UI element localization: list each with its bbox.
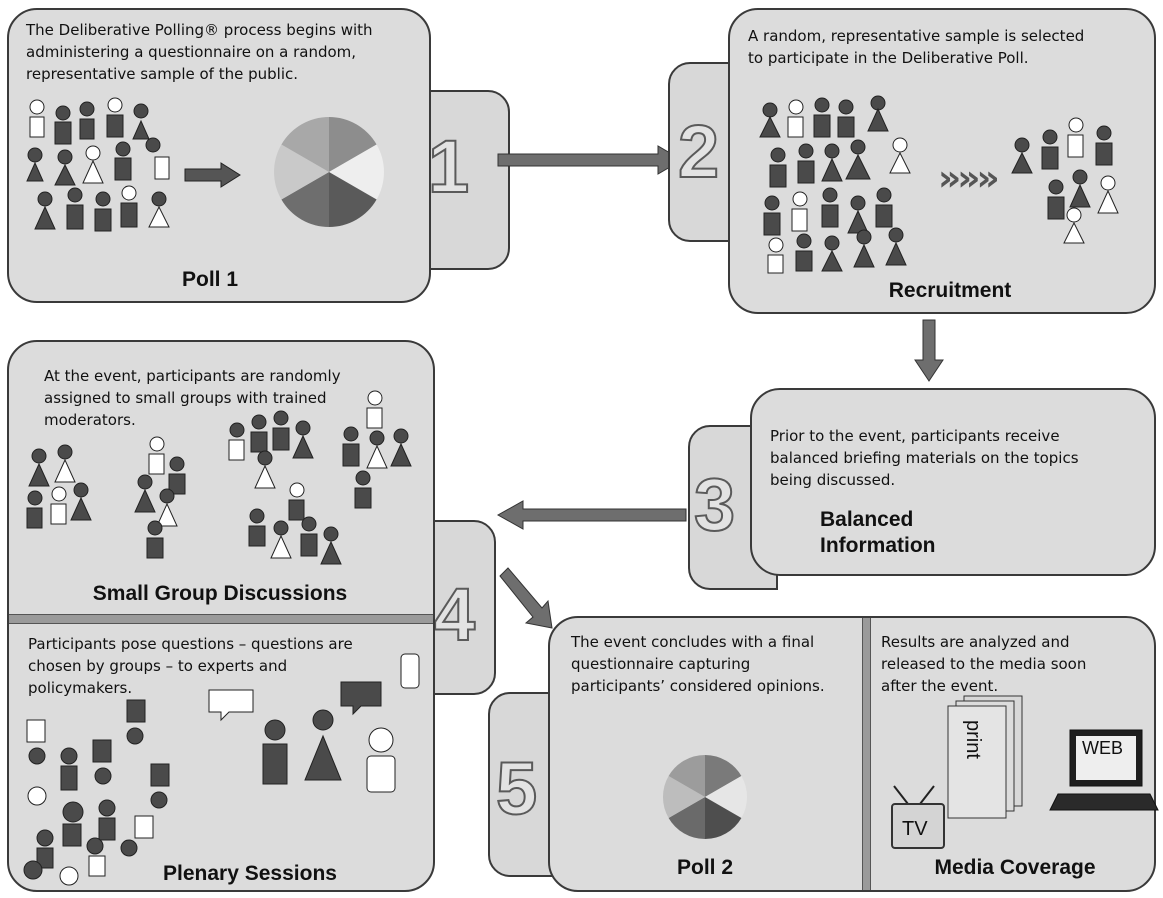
step1-number: 1 — [427, 125, 470, 208]
media-text-line1: Results are analyzed and — [881, 633, 1070, 651]
recruitment-sample-icon — [1011, 117, 1119, 244]
step1-text-line1: The Deliberative Polling® process begins… — [26, 21, 373, 39]
step2-text-line1: A random, representative sample is selec… — [748, 27, 1085, 45]
step5-number: 5 — [495, 747, 538, 830]
poll2-text-line1: The event concludes with a final — [571, 633, 815, 651]
media-label: Media Coverage — [934, 856, 1096, 879]
plenary-text-line1: Participants pose questions – questions … — [28, 635, 353, 653]
tv-icon — [891, 785, 945, 849]
poll1-crowd-icon — [26, 97, 170, 232]
step4-divider — [9, 614, 433, 624]
step4-number: 4 — [433, 573, 476, 656]
step3-number: 3 — [693, 463, 736, 546]
step2-text-line2: to participate in the Deliberative Poll. — [748, 49, 1029, 67]
poll2-text-line3: participants’ considered opinions. — [571, 677, 825, 695]
step3-text-line2: balanced briefing materials on the topic… — [770, 449, 1079, 467]
media-text-line3: after the event. — [881, 677, 999, 695]
step3-text-line3: being discussed. — [770, 471, 896, 489]
plenary-text-line2: chosen by groups – to experts and — [28, 657, 288, 675]
step3-panel — [750, 388, 1156, 576]
poll2-label: Poll 2 — [676, 856, 734, 879]
web-laptop-icon — [1049, 729, 1159, 811]
small-groups-text-line3: moderators. — [44, 411, 136, 429]
step3-label-line2: Information — [820, 534, 936, 557]
step1-label: Poll 1 — [181, 268, 239, 291]
recruitment-chevrons: »»» — [938, 158, 1000, 199]
tv-label: TV — [902, 818, 928, 840]
plenary-audience-icon — [23, 699, 170, 886]
poll1-arrow-icon — [184, 162, 241, 188]
step1-text-line3: representative sample of the public. — [26, 65, 299, 83]
web-label: WEB — [1082, 738, 1124, 758]
poll1-pie-icon — [274, 117, 384, 227]
step2-label: Recruitment — [888, 279, 1012, 302]
step3-label-line1: Balanced — [820, 508, 914, 531]
step5-panel — [548, 616, 1156, 892]
plenary-text-line3: policymakers. — [28, 679, 133, 697]
plenary-speakers-icon — [208, 653, 420, 793]
media-text-line2: released to the media soon — [881, 655, 1087, 673]
arrow-step4-to-step5 — [499, 567, 553, 629]
print-label: print — [962, 720, 984, 759]
poll2-text-line2: questionnaire capturing — [571, 655, 751, 673]
small-groups-text-line2: assigned to small groups with trained — [44, 389, 327, 407]
step5-divider — [862, 618, 871, 890]
arrow-step3-to-step4 — [496, 500, 687, 530]
small-groups-text-line1: At the event, participants are randomly — [44, 367, 341, 385]
poll2-pie-icon — [662, 755, 748, 839]
step1-text-line2: administering a questionnaire on a rando… — [26, 43, 357, 61]
small-groups-icon — [26, 390, 412, 565]
print-icon — [947, 695, 1023, 819]
recruitment-crowd-icon — [759, 95, 911, 274]
step3-text-line1: Prior to the event, participants receive — [770, 427, 1060, 445]
arrow-step1-to-step2 — [497, 145, 683, 175]
small-groups-label: Small Group Discussions — [92, 582, 348, 605]
step2-number: 2 — [677, 110, 720, 193]
arrow-step2-to-step3 — [914, 319, 944, 382]
plenary-label: Plenary Sessions — [163, 862, 337, 885]
